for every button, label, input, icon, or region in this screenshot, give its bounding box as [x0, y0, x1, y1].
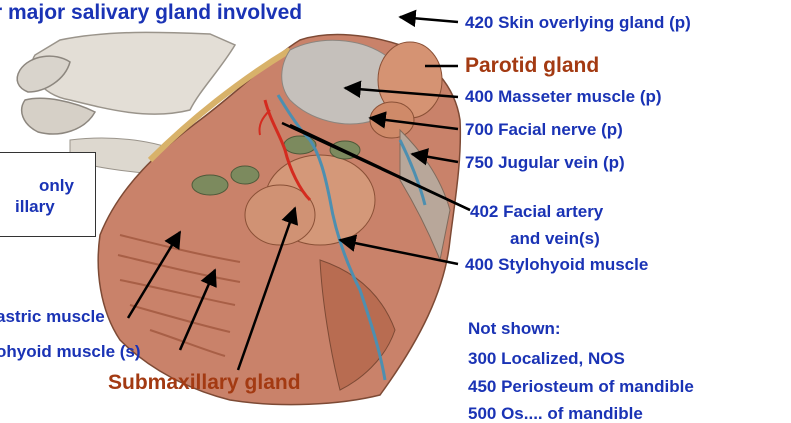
label-submaxillary: Submaxillary gland — [108, 372, 301, 393]
not-shown-item-2: 450 Periosteum of mandible — [468, 378, 694, 395]
label-masseter: 400 Masseter muscle (p) — [465, 88, 662, 105]
not-shown-item-1: 300 Localized, NOS — [468, 350, 625, 367]
note-box-line1: only — [39, 177, 74, 194]
label-digastric: astric muscle — [0, 308, 105, 325]
label-jugular: 750 Jugular vein (p) — [465, 154, 625, 171]
label-mylohyoid: ohyoid muscle (s) — [0, 343, 141, 360]
label-facial-nerve: 700 Facial nerve (p) — [465, 121, 623, 138]
not-shown-item-3: 500 Os.... of mandible — [468, 405, 643, 422]
note-box: only illary — [0, 152, 96, 237]
label-skin: 420 Skin overlying gland (p) — [465, 14, 691, 31]
note-box-line2: illary — [15, 198, 55, 215]
not-shown-heading: Not shown: — [468, 320, 561, 337]
arrow-skin — [400, 17, 458, 22]
label-stylohyoid: 400 Stylohyoid muscle — [465, 256, 648, 273]
page-title: r major salivary gland involved — [0, 2, 302, 23]
label-facial-vein: and vein(s) — [510, 230, 600, 247]
label-facial-artery: 402 Facial artery — [470, 203, 603, 220]
label-parotid: Parotid gland — [465, 55, 599, 76]
